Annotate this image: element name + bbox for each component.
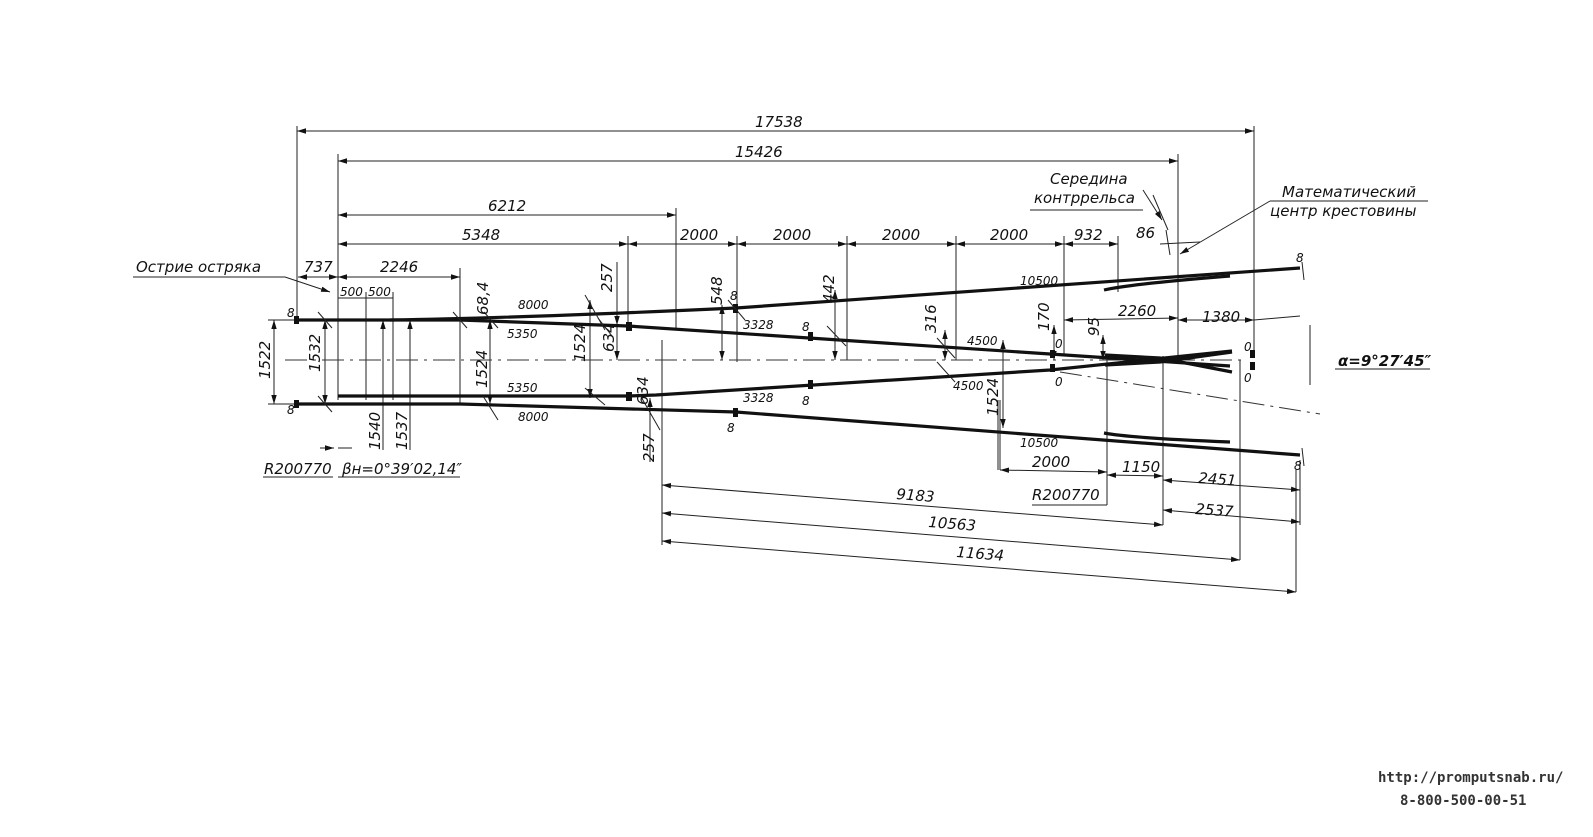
dim-2537: 2537 xyxy=(1195,500,1235,521)
dim-500-a: 500 xyxy=(340,285,363,299)
dim-1540: 1540 xyxy=(366,412,384,450)
rail-3328-bottom: 3328 xyxy=(743,391,774,405)
dim-68-4: 68,4 xyxy=(474,282,492,315)
watermark-url: http://promputsnab.ru/ xyxy=(1378,770,1564,786)
svg-text:0: 0 xyxy=(1244,340,1252,354)
label-math-center-1: Математический xyxy=(1282,183,1416,201)
dim-548: 548 xyxy=(708,276,726,305)
centre-axes xyxy=(285,359,1321,415)
joint-marks: 8 8 8 8 8 8 8 8 0 0 0 0 xyxy=(287,251,1304,473)
dim-2000-c: 2000 xyxy=(882,226,920,244)
watermark-phone: 8-800-500-00-51 xyxy=(1400,793,1527,809)
dim-2246: 2246 xyxy=(380,258,418,276)
dim-932: 932 xyxy=(1074,226,1103,244)
frog-wing-bottom xyxy=(1104,350,1233,367)
rail-3328-top: 3328 xyxy=(743,318,774,332)
svg-text:8: 8 xyxy=(1294,459,1302,473)
dim-1537: 1537 xyxy=(393,411,411,450)
label-radius-left: R200770 xyxy=(264,460,332,478)
rail-10500-top: 10500 xyxy=(1020,274,1059,288)
svg-text:8: 8 xyxy=(730,289,738,303)
annotation-labels: Острие остряка Середина контррельса Мате… xyxy=(136,170,1432,504)
dim-257-a: 257 xyxy=(598,263,616,292)
dim-11634: 11634 xyxy=(956,543,1005,565)
top-dimension-lines xyxy=(297,128,1301,323)
svg-text:0: 0 xyxy=(1244,371,1252,385)
rail-5350-top: 5350 xyxy=(507,327,538,341)
rail-4500-top: 4500 xyxy=(967,334,998,348)
frog-wing-top xyxy=(1104,353,1233,374)
svg-text:8: 8 xyxy=(727,421,735,435)
rail-5350-bottom: 5350 xyxy=(507,381,538,395)
dim-257-b: 257 xyxy=(640,433,658,462)
dim-2000-b: 2000 xyxy=(773,226,811,244)
dim-634-a: 634 xyxy=(600,323,618,352)
rails xyxy=(294,261,1305,467)
guard-rail-top xyxy=(1103,274,1231,292)
leader-lines xyxy=(133,189,1430,506)
label-beta: βн=0°39′02,14″ xyxy=(341,460,462,478)
vertical-dimension-lines xyxy=(268,262,1311,462)
guard-rail-bottom xyxy=(1103,431,1231,444)
label-alpha: α=9°27′45″ xyxy=(1338,352,1432,370)
rail-10500-bottom: 10500 xyxy=(1020,436,1059,450)
dim-316: 316 xyxy=(922,304,940,333)
dim-1532: 1532 xyxy=(306,334,324,372)
dim-17538: 17538 xyxy=(755,113,803,131)
svg-text:8: 8 xyxy=(1296,251,1304,265)
svg-text:8: 8 xyxy=(287,403,295,417)
dim-170: 170 xyxy=(1035,302,1053,331)
bottom-dimension-lines xyxy=(661,400,1301,594)
rail-8000-bottom: 8000 xyxy=(518,410,549,424)
dim-1524-a: 1524 xyxy=(473,350,491,388)
label-math-center-2: центр крестовины xyxy=(1270,202,1417,220)
dim-95: 95 xyxy=(1085,317,1103,336)
dim-86: 86 xyxy=(1136,224,1155,242)
dim-500-b: 500 xyxy=(368,285,391,299)
dim-2260: 2260 xyxy=(1118,302,1156,320)
dim-2451: 2451 xyxy=(1198,469,1237,490)
dim-9183: 9183 xyxy=(896,485,935,506)
rail-length-texts: 8000 8000 5350 5350 3328 3328 4500 4500 … xyxy=(507,274,1059,450)
dim-442: 442 xyxy=(820,274,838,303)
svg-text:8: 8 xyxy=(802,320,810,334)
dim-5348: 5348 xyxy=(462,226,500,244)
extension-lines xyxy=(296,126,1301,592)
svg-text:0: 0 xyxy=(1055,375,1063,389)
label-mid-guard-2: контррельса xyxy=(1034,189,1135,207)
dim-1380: 1380 xyxy=(1202,308,1240,326)
rail-8000-top: 8000 xyxy=(518,298,549,312)
dimension-texts: 17538 15426 6212 5348 2000 2000 2000 200… xyxy=(256,113,1240,565)
dim-1150: 1150 xyxy=(1122,458,1160,476)
dim-10563: 10563 xyxy=(928,513,977,535)
dim-2000-d: 2000 xyxy=(990,226,1028,244)
label-point-tip: Острие остряка xyxy=(136,258,261,276)
dim-2000-e: 2000 xyxy=(1032,453,1070,471)
rail-4500-bottom: 4500 xyxy=(953,379,984,393)
svg-text:8: 8 xyxy=(287,306,295,320)
dim-15426: 15426 xyxy=(735,143,783,161)
label-radius-right: R200770 xyxy=(1032,486,1100,504)
svg-text:0: 0 xyxy=(1055,337,1063,351)
dim-1524-c: 1524 xyxy=(984,378,1002,416)
dim-634-b: 634 xyxy=(634,376,652,405)
svg-text:8: 8 xyxy=(802,394,810,408)
label-mid-guard-1: Середина xyxy=(1050,170,1128,188)
dim-737: 737 xyxy=(304,258,333,276)
dim-1522: 1522 xyxy=(256,341,274,379)
dim-2000-a: 2000 xyxy=(680,226,718,244)
dim-6212: 6212 xyxy=(488,197,526,215)
dim-1524-b: 1524 xyxy=(571,324,589,362)
rail-top-diverging xyxy=(389,266,1301,322)
rail-bottom-stock xyxy=(297,402,1301,457)
